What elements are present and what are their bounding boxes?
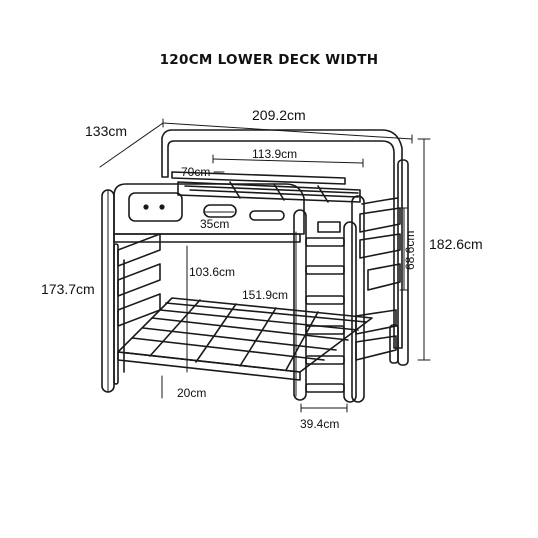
top-rail-length-label: 113.9cm <box>252 147 297 161</box>
ladder-side-height-label: 173.7cm <box>41 281 95 297</box>
overall-length-label: 209.2cm <box>252 107 306 123</box>
cutout-width-label: 35cm <box>200 217 229 231</box>
ladder-height-label: 151.9cm <box>242 288 288 302</box>
guard-height-label: 68.6cm <box>403 231 417 270</box>
deck-clearance-label: 103.6cm <box>189 265 235 279</box>
left-front-post <box>101 189 119 393</box>
diagram-title: 120CM LOWER DECK WIDTH <box>159 52 379 68</box>
overall-height-label: 182.6cm <box>429 236 483 252</box>
overall-depth-label: 133cm <box>85 123 127 139</box>
under-clearance-label: 20cm <box>177 386 206 400</box>
upper-frame <box>113 171 401 291</box>
lower-deck <box>117 297 397 381</box>
top-rail-gap-label: 70cm <box>181 165 210 179</box>
ladder <box>293 209 357 403</box>
dimension-lines <box>99 118 431 413</box>
ladder-width-label: 39.4cm <box>300 417 339 431</box>
back-posts <box>161 129 409 366</box>
dimension-labels: 209.2cm 133cm 182.6cm 173.7cm 113.9cm 70… <box>41 107 483 431</box>
right-front-post <box>351 195 365 403</box>
